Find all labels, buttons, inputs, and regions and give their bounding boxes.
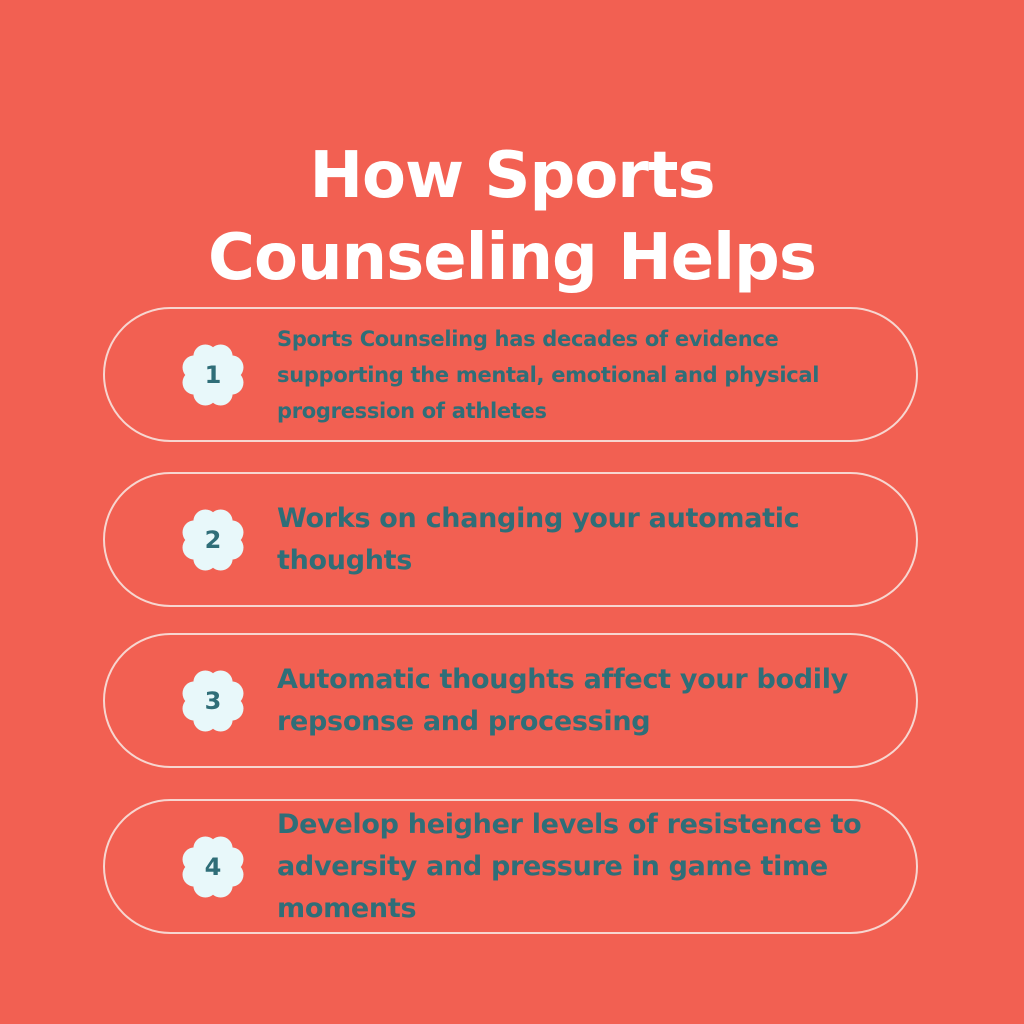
item-text: Works on changing your automatic thought… xyxy=(277,502,800,576)
item-number: 4 xyxy=(204,852,222,881)
title-line-2: Counseling Helps xyxy=(208,220,817,295)
item-text: Sports Counseling has decades of evidenc… xyxy=(277,326,820,423)
item-number: 1 xyxy=(204,360,222,389)
title-line-1: How Sports xyxy=(309,138,715,213)
item-number: 2 xyxy=(204,525,222,554)
list-item: 4 Develop heigher levels of resistence t… xyxy=(103,799,918,934)
flower-badge-icon: 3 xyxy=(180,668,246,734)
list-item: 1 Sports Counseling has decades of evide… xyxy=(103,307,918,442)
item-text: Automatic thoughts affect your bodily re… xyxy=(277,663,848,737)
flower-badge-icon: 4 xyxy=(180,834,246,900)
list-item: 2 Works on changing your automatic thoug… xyxy=(103,472,918,607)
item-number: 3 xyxy=(204,686,222,715)
flower-badge-icon: 1 xyxy=(180,342,246,408)
item-text: Develop heigher levels of resistence to … xyxy=(277,808,862,924)
list-item: 3 Automatic thoughts affect your bodily … xyxy=(103,633,918,768)
page-title: How Sports Counseling Helps xyxy=(0,135,1024,299)
flower-badge-icon: 2 xyxy=(180,507,246,573)
